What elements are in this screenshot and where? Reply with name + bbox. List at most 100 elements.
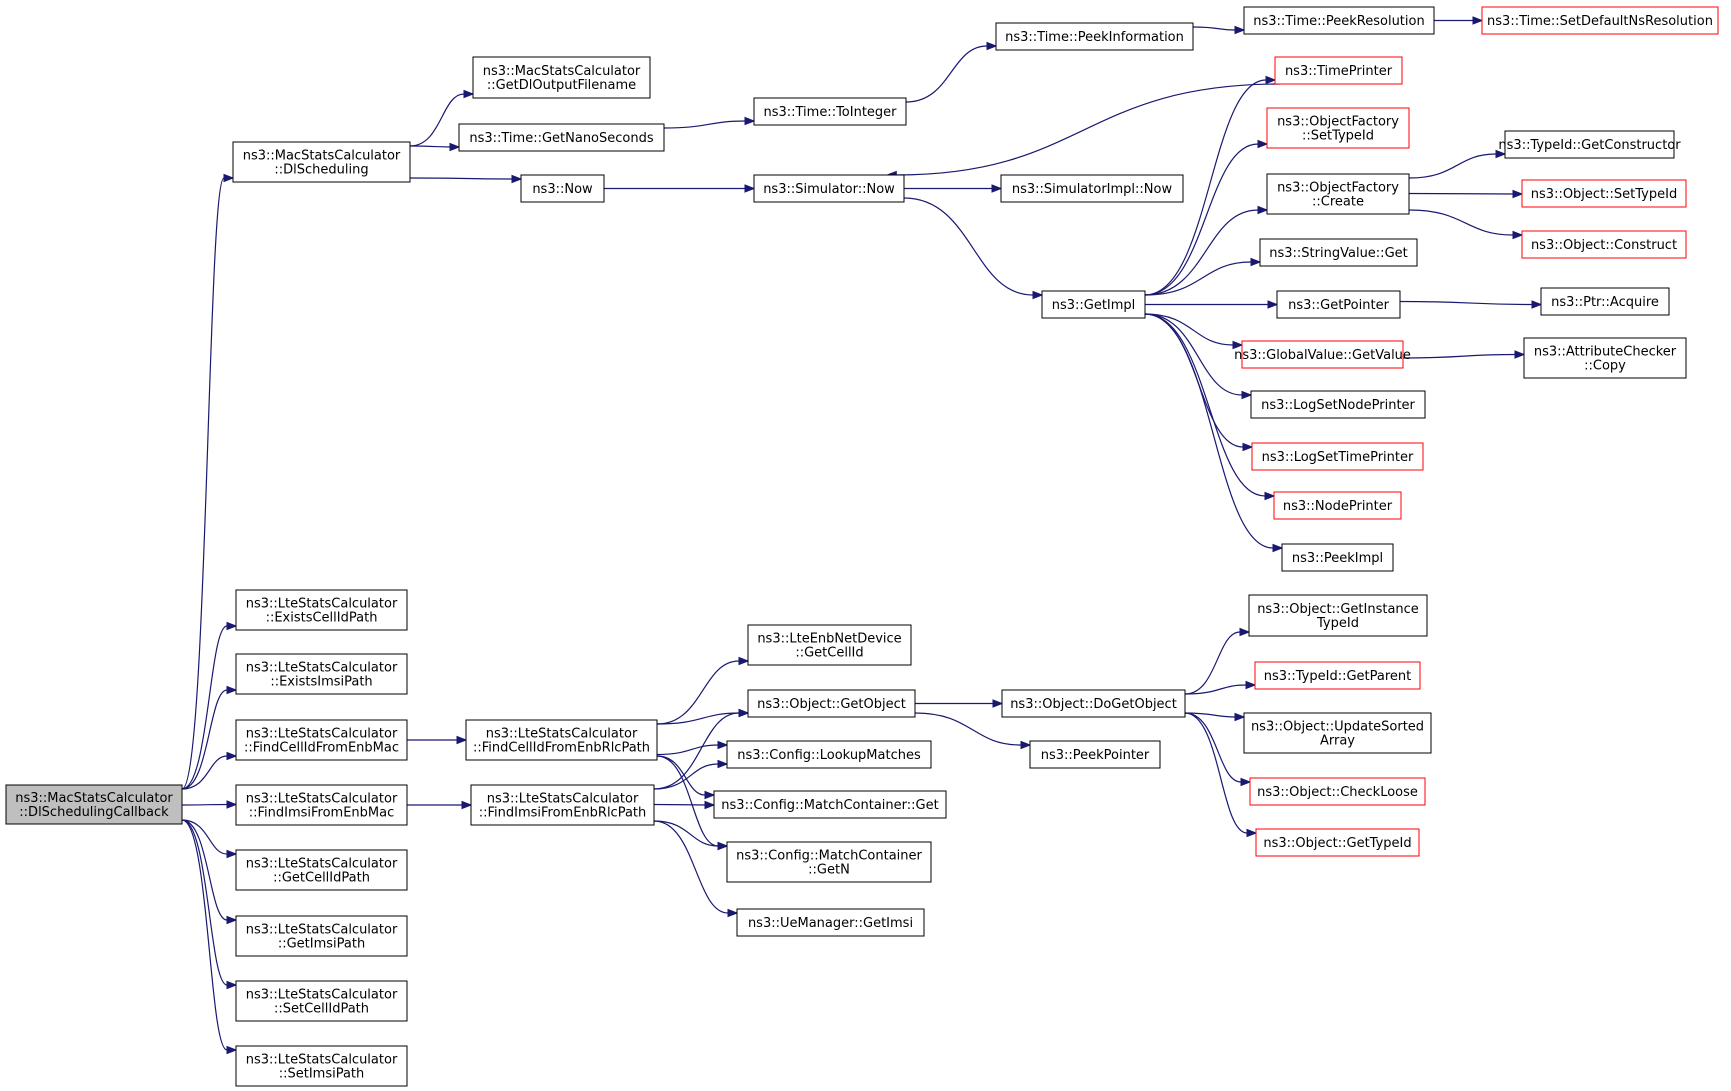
edge-arrowhead — [1512, 230, 1524, 240]
node-findimsimac[interactable]: ns3::LteStatsCalculator::FindImsiFromEnb… — [235, 784, 408, 826]
node-label: ns3::MacStatsCalculator — [483, 64, 641, 79]
edge-line — [181, 819, 228, 921]
node-label: ::ExistsImsiPath — [270, 675, 372, 690]
edge-root-to-findcellmac — [181, 751, 238, 790]
node-ptracquire[interactable]: ns3::Ptr::Acquire — [1540, 287, 1670, 316]
edge-arrowhead — [1245, 680, 1257, 690]
node-peekres[interactable]: ns3::Time::PeekResolution — [1243, 6, 1435, 35]
node-peekinfo[interactable]: ns3::Time::PeekInformation — [995, 22, 1194, 51]
node-dlsched[interactable]: ns3::MacStatsCalculator::DlScheduling — [232, 141, 411, 183]
edge-arrowhead — [226, 621, 238, 631]
node-box — [1274, 56, 1403, 85]
node-ofcreate[interactable]: ns3::ObjectFactory::Create — [1266, 173, 1410, 215]
edge-arrowhead — [1250, 257, 1262, 267]
node-gvgetvalue[interactable]: ns3::GlobalValue::GetValue — [1234, 340, 1411, 369]
edge-ofcreate-to-objconstruct — [1408, 209, 1524, 240]
node-nodeprinter[interactable]: ns3::NodePrinter — [1273, 491, 1402, 520]
edge-arrowhead — [1234, 25, 1246, 35]
edge-arrowhead — [1020, 740, 1032, 750]
node-typeidparent[interactable]: ns3::TypeId::GetParent — [1254, 661, 1421, 690]
node-lookupmatches[interactable]: ns3::Config::LookupMatches — [726, 740, 932, 769]
edge-getimpl-to-peekimpl — [1144, 313, 1284, 553]
node-box — [747, 624, 912, 666]
node-label: ns3::GetPointer — [1288, 298, 1389, 313]
edge-findcellrlc-to-mcget — [656, 755, 716, 800]
node-uemgetimsi[interactable]: ns3::UeManager::GetImsi — [736, 908, 925, 937]
edge-arrowhead — [511, 174, 523, 184]
node-enbgetcell[interactable]: ns3::LteEnbNetDevice::GetCellId — [747, 624, 912, 666]
node-findcellrlc[interactable]: ns3::LteStatsCalculator::FindCellIdFromE… — [465, 719, 658, 761]
node-dogetobj[interactable]: ns3::Object::DoGetObject — [1001, 689, 1186, 718]
edge-line — [1144, 313, 1234, 346]
node-getimpl[interactable]: ns3::GetImpl — [1041, 290, 1146, 319]
node-setimsipath[interactable]: ns3::LteStatsCalculator::SetImsiPath — [235, 1045, 408, 1087]
edge-arrowhead — [1257, 139, 1269, 149]
node-label: ns3::LteEnbNetDevice — [757, 632, 901, 647]
edge-findimsirlc-to-lookupmatches — [653, 759, 729, 790]
edge-line — [181, 755, 228, 790]
edge-ofcreate-to-typeidgetctor — [1408, 149, 1507, 179]
node-simnow[interactable]: ns3::Simulator::Now — [753, 174, 905, 203]
node-existscell[interactable]: ns3::LteStatsCalculator::ExistsCellIdPat… — [235, 589, 408, 631]
edge-line — [181, 625, 228, 790]
edge-arrowhead — [1267, 300, 1279, 309]
node-box — [1243, 6, 1435, 35]
node-getpointer[interactable]: ns3::GetPointer — [1276, 290, 1401, 319]
node-checkloose[interactable]: ns3::Object::CheckLoose — [1249, 777, 1426, 806]
edge-arrowhead — [1257, 205, 1269, 215]
edge-root-to-getcellpath — [181, 819, 238, 859]
node-box — [726, 740, 932, 769]
edge-findimsimac-to-findimsirlc — [407, 800, 473, 810]
node-timeprinter[interactable]: ns3::TimePrinter — [1274, 56, 1403, 85]
node-label: ns3::Config::MatchContainer::Get — [721, 798, 938, 813]
node-label: ns3::AttributeChecker — [1534, 345, 1677, 360]
edge-simnow-to-getimpl — [903, 197, 1044, 300]
node-box — [235, 980, 408, 1022]
node-typeidgetctor[interactable]: ns3::TypeId::GetConstructor — [1498, 130, 1681, 159]
node-findcellmac[interactable]: ns3::LteStatsCalculator::FindCellIdFromE… — [235, 719, 408, 761]
edge-getimpl-to-nodeprinter — [1144, 313, 1276, 501]
node-box — [1523, 337, 1687, 379]
edge-findimsirlc-to-mcgetn — [653, 820, 729, 851]
node-root[interactable]: ns3::MacStatsCalculator::DlSchedulingCal… — [5, 784, 183, 825]
node-objgettypeid[interactable]: ns3::Object::GetTypeId — [1255, 828, 1420, 857]
edge-root-to-setimsipath — [181, 819, 238, 1055]
node-label: ::GetCellIdPath — [273, 871, 370, 886]
node-getimsipath[interactable]: ns3::LteStatsCalculator::GetImsiPath — [235, 915, 408, 957]
node-ofsettypeid[interactable]: ns3::ObjectFactory::SetTypeId — [1266, 107, 1410, 149]
node-existsimsi[interactable]: ns3::LteStatsCalculator::ExistsImsiPath — [235, 653, 408, 695]
node-objgetobj[interactable]: ns3::Object::GetObject — [747, 689, 916, 718]
node-simimplnow[interactable]: ns3::SimulatorImpl::Now — [1000, 174, 1184, 203]
node-attrcheckcopy[interactable]: ns3::AttributeChecker::Copy — [1523, 337, 1687, 379]
node-label: ::FindImsiFromEnbRlcPath — [479, 806, 647, 821]
node-objsettypeid[interactable]: ns3::Object::SetTypeId — [1521, 179, 1687, 208]
node-box — [1248, 594, 1428, 637]
node-getcellpath[interactable]: ns3::LteStatsCalculator::GetCellIdPath — [235, 849, 408, 891]
node-mcget[interactable]: ns3::Config::MatchContainer::Get — [713, 790, 947, 819]
node-label: ns3::MacStatsCalculator — [15, 791, 173, 806]
node-objconstruct[interactable]: ns3::Object::Construct — [1521, 230, 1687, 259]
node-setcellpath[interactable]: ns3::LteStatsCalculator::SetCellIdPath — [235, 980, 408, 1022]
node-getnano[interactable]: ns3::Time::GetNanoSeconds — [458, 123, 665, 152]
edge-line — [1184, 712, 1248, 834]
edge-dlsched-to-getdlout — [409, 89, 475, 147]
edge-arrowhead — [1512, 189, 1524, 199]
node-peekimpl[interactable]: ns3::PeekImpl — [1281, 543, 1394, 572]
edge-line — [181, 819, 228, 1051]
node-tointeger[interactable]: ns3::Time::ToInteger — [753, 97, 907, 126]
node-label: ::ExistsCellIdPath — [266, 611, 378, 626]
node-logsetnode[interactable]: ns3::LogSetNodePrinter — [1250, 390, 1426, 419]
node-findimsirlc[interactable]: ns3::LteStatsCalculator::FindImsiFromEnb… — [470, 784, 655, 826]
node-logsettime[interactable]: ns3::LogSetTimePrinter — [1251, 442, 1424, 471]
edge-timeprinter-to-simnow — [885, 83, 1281, 180]
node-box — [235, 653, 408, 695]
node-setdefns[interactable]: ns3::Time::SetDefaultNsResolution — [1481, 6, 1719, 35]
node-now[interactable]: ns3::Now — [520, 174, 605, 203]
node-peekpointer[interactable]: ns3::PeekPointer — [1029, 740, 1161, 769]
node-mcgetn[interactable]: ns3::Config::MatchContainer::GetN — [726, 841, 932, 883]
node-getdlout[interactable]: ns3::MacStatsCalculator::GetDlOutputFile… — [472, 56, 651, 99]
node-box — [1029, 740, 1161, 769]
node-strvalget[interactable]: ns3::StringValue::Get — [1259, 238, 1418, 267]
